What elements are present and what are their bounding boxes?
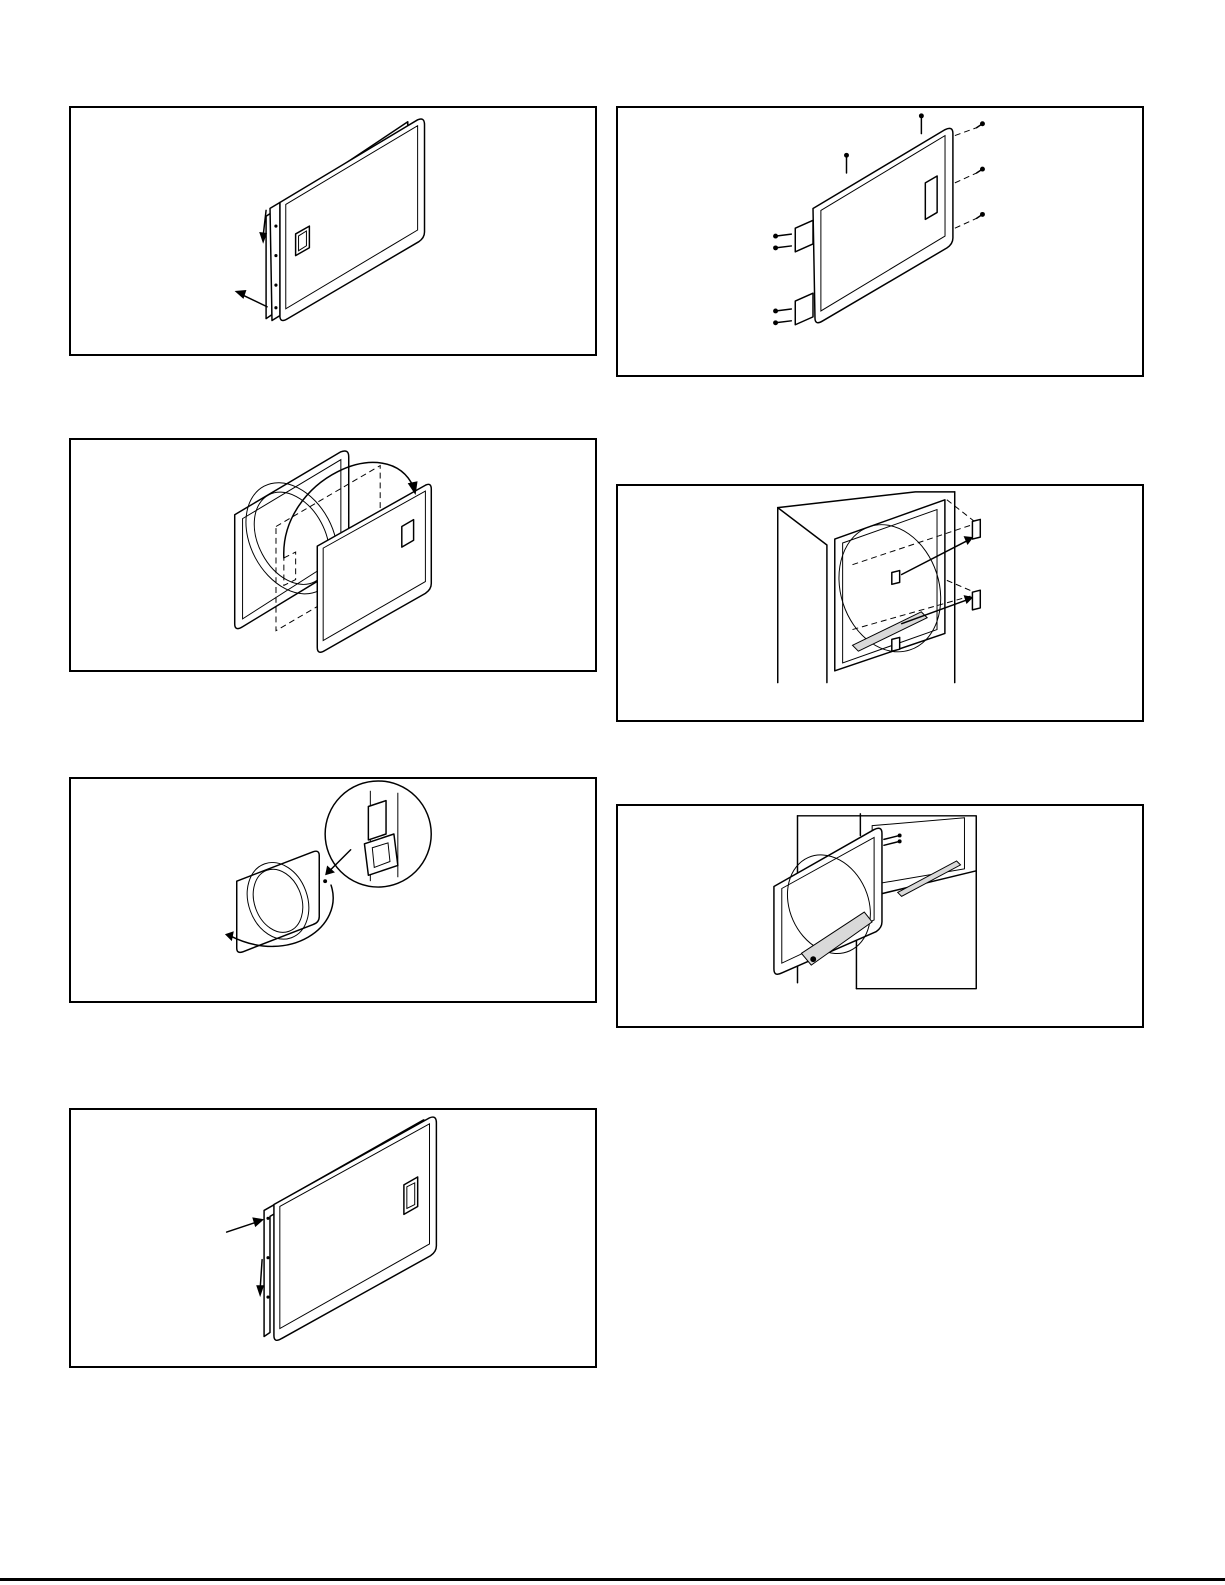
figure-door-slide-remove	[69, 106, 597, 356]
screw-icon	[773, 234, 791, 326]
hinge-screws-illustration	[618, 108, 1142, 375]
figure-hinge-screws	[616, 106, 1144, 377]
door-installed-illustration	[618, 806, 1142, 1026]
door-flip-illustration	[71, 440, 595, 670]
cabinet-hinges-illustration	[618, 486, 1142, 720]
door-slide-illustration	[71, 108, 595, 354]
figure-door-reassembly	[69, 1108, 597, 1368]
figure-clip-detail	[69, 777, 597, 1003]
door-reassembly-illustration	[71, 1110, 595, 1366]
figure-cabinet-hinges	[616, 484, 1144, 722]
figure-door-installed	[616, 804, 1144, 1028]
clip-detail-illustration	[71, 779, 595, 1001]
figure-door-flip	[69, 438, 597, 672]
page-bottom-rule	[0, 1578, 1225, 1581]
